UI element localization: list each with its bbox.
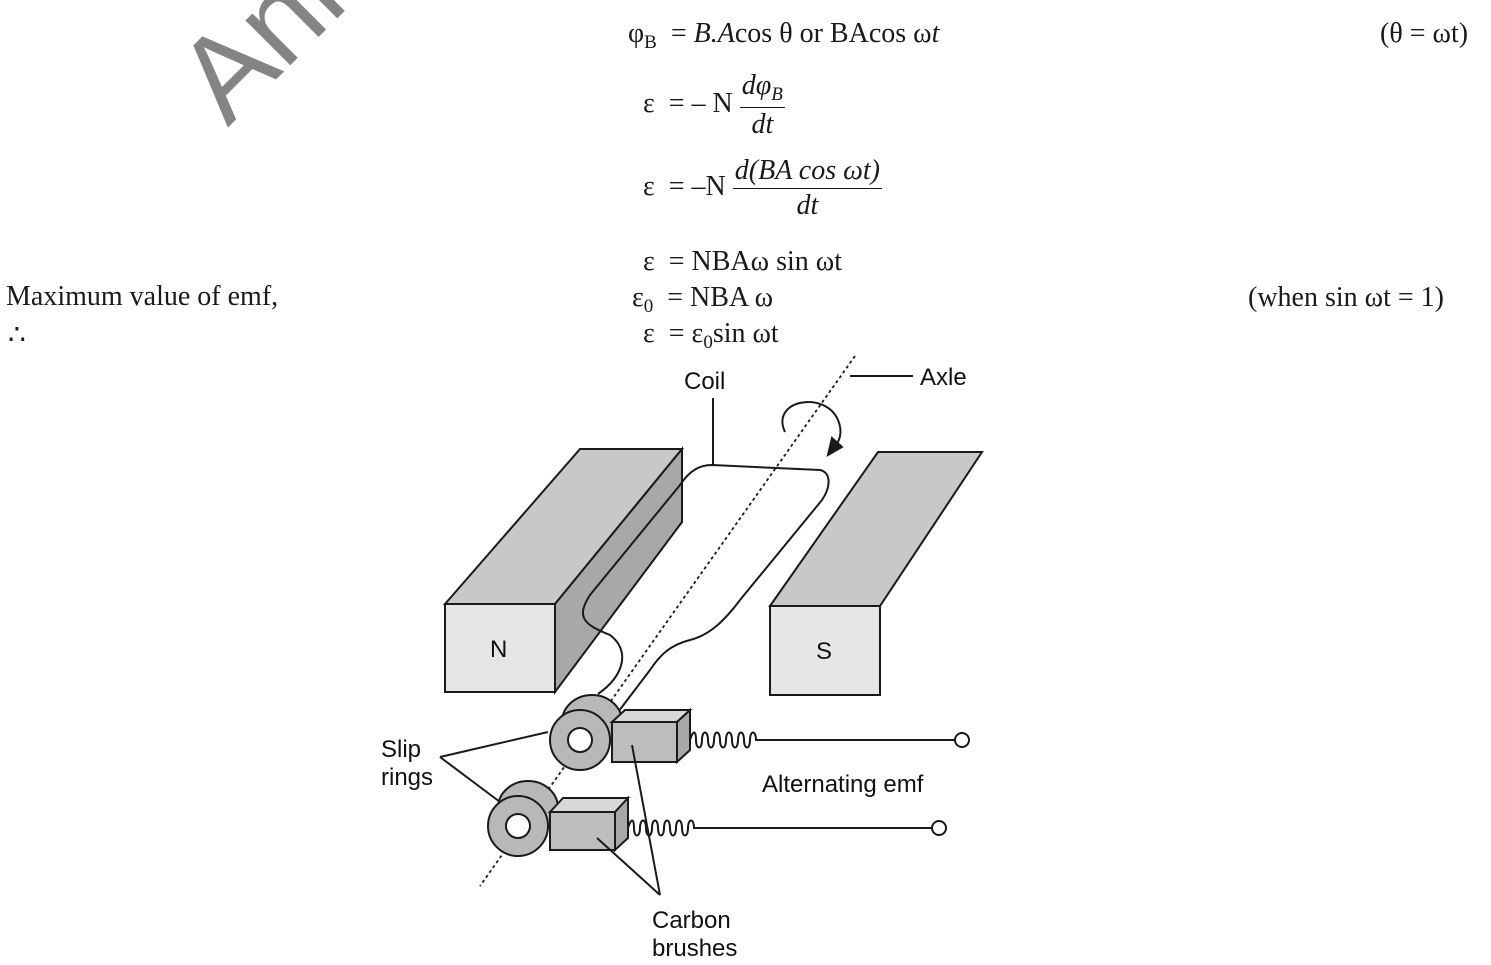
eq2-numerator: dφ — [741, 70, 772, 101]
lower-terminal — [931, 820, 947, 836]
eq1-condition: (θ = ωt) — [1380, 18, 1469, 49]
lower-ring-hole — [505, 813, 531, 839]
equation-max-emf: ε0 = NBA ω — [632, 282, 774, 317]
south-magnet-front — [769, 605, 881, 696]
eq3-fraction: d(BA cos ωt) dt — [732, 157, 883, 221]
upper-ring-hole — [567, 727, 593, 753]
eq2-lhs: ε — [643, 87, 655, 119]
upper-carbon-brush — [609, 707, 693, 765]
eq3-denominator: dt — [796, 190, 819, 221]
carbon-brushes-label-line1: Carbon — [652, 907, 731, 934]
upper-terminal — [954, 732, 970, 748]
rotation-arrowhead — [826, 436, 844, 458]
south-magnet — [768, 451, 984, 696]
eq2-numerator-sub: B — [771, 84, 783, 105]
eq6-rhs-pre: = ε — [668, 318, 704, 349]
axle-label: Axle — [920, 364, 967, 391]
equation-faraday: ε = – N dφB dt — [643, 72, 785, 139]
lower-carbon-brush — [547, 795, 631, 853]
north-magnet — [442, 446, 685, 696]
brushes-leader-lower — [596, 837, 661, 896]
slip-rings-leader-lower — [439, 756, 501, 803]
upper-spring — [689, 731, 955, 749]
south-magnet-top — [768, 451, 984, 607]
eq4-rhs: = NBAω sin ωt — [668, 246, 842, 277]
north-label: N — [490, 636, 507, 663]
equation-flux: φB = B.Acos θ or BAcos ωt — [628, 18, 940, 53]
eq5-lhs: ε — [632, 282, 644, 313]
eq1-ba: B.A — [693, 18, 735, 49]
north-magnet-front — [444, 603, 556, 693]
eq3-prefix: = –N — [668, 170, 726, 202]
rotation-arrow — [781, 401, 842, 449]
max-emf-label: Maximum value of emf, — [6, 281, 279, 312]
eq4-lhs: ε — [643, 246, 655, 277]
eq2-prefix: = – N — [668, 87, 733, 119]
eq1-rhs: cos θ or BAcos ω — [734, 18, 932, 49]
eq1-t: t — [931, 18, 940, 49]
eq6-rhs-post: sin ωt — [712, 318, 779, 349]
alternating-emf-label: Alternating emf — [762, 771, 924, 798]
eq2-fraction: dφB dt — [739, 70, 785, 140]
eq2-denominator: dt — [751, 109, 774, 140]
slip-rings-leader-upper — [439, 731, 549, 758]
carbon-brushes-label-line2: brushes — [652, 935, 737, 962]
south-label: S — [816, 638, 832, 665]
upper-slip-ring — [549, 694, 623, 771]
eq1-equals: = — [670, 18, 694, 49]
eq3-numerator: d(BA cos ωt) — [732, 157, 883, 189]
equation-derivative: ε = –N d(BA cos ωt) dt — [643, 157, 883, 221]
eq1-lhs-sub: B — [644, 32, 657, 53]
eq5-rhs: = NBA ω — [667, 282, 774, 313]
slip-rings-label-line1: Slip — [381, 736, 421, 763]
eq5-condition: (when sin ωt = 1) — [1248, 282, 1444, 313]
slip-rings-label-line2: rings — [381, 764, 433, 791]
equation-emf: ε = NBAω sin ωt — [643, 248, 842, 276]
eq5-lhs-sub: 0 — [643, 296, 654, 317]
eq6-rhs-sub: 0 — [703, 332, 713, 353]
eq1-lhs: φ — [628, 18, 645, 49]
coil-label: Coil — [684, 368, 725, 395]
lower-spring — [627, 819, 932, 837]
brushes-leader-upper — [631, 744, 661, 896]
eq3-lhs: ε — [643, 170, 655, 202]
upper-brush-front — [611, 721, 678, 763]
therefore-symbol: ∴ — [8, 320, 26, 351]
equation-emf-final: ε = ε0sin ωt — [643, 318, 779, 353]
lower-slip-ring — [487, 780, 559, 857]
eq6-lhs: ε — [643, 318, 655, 349]
